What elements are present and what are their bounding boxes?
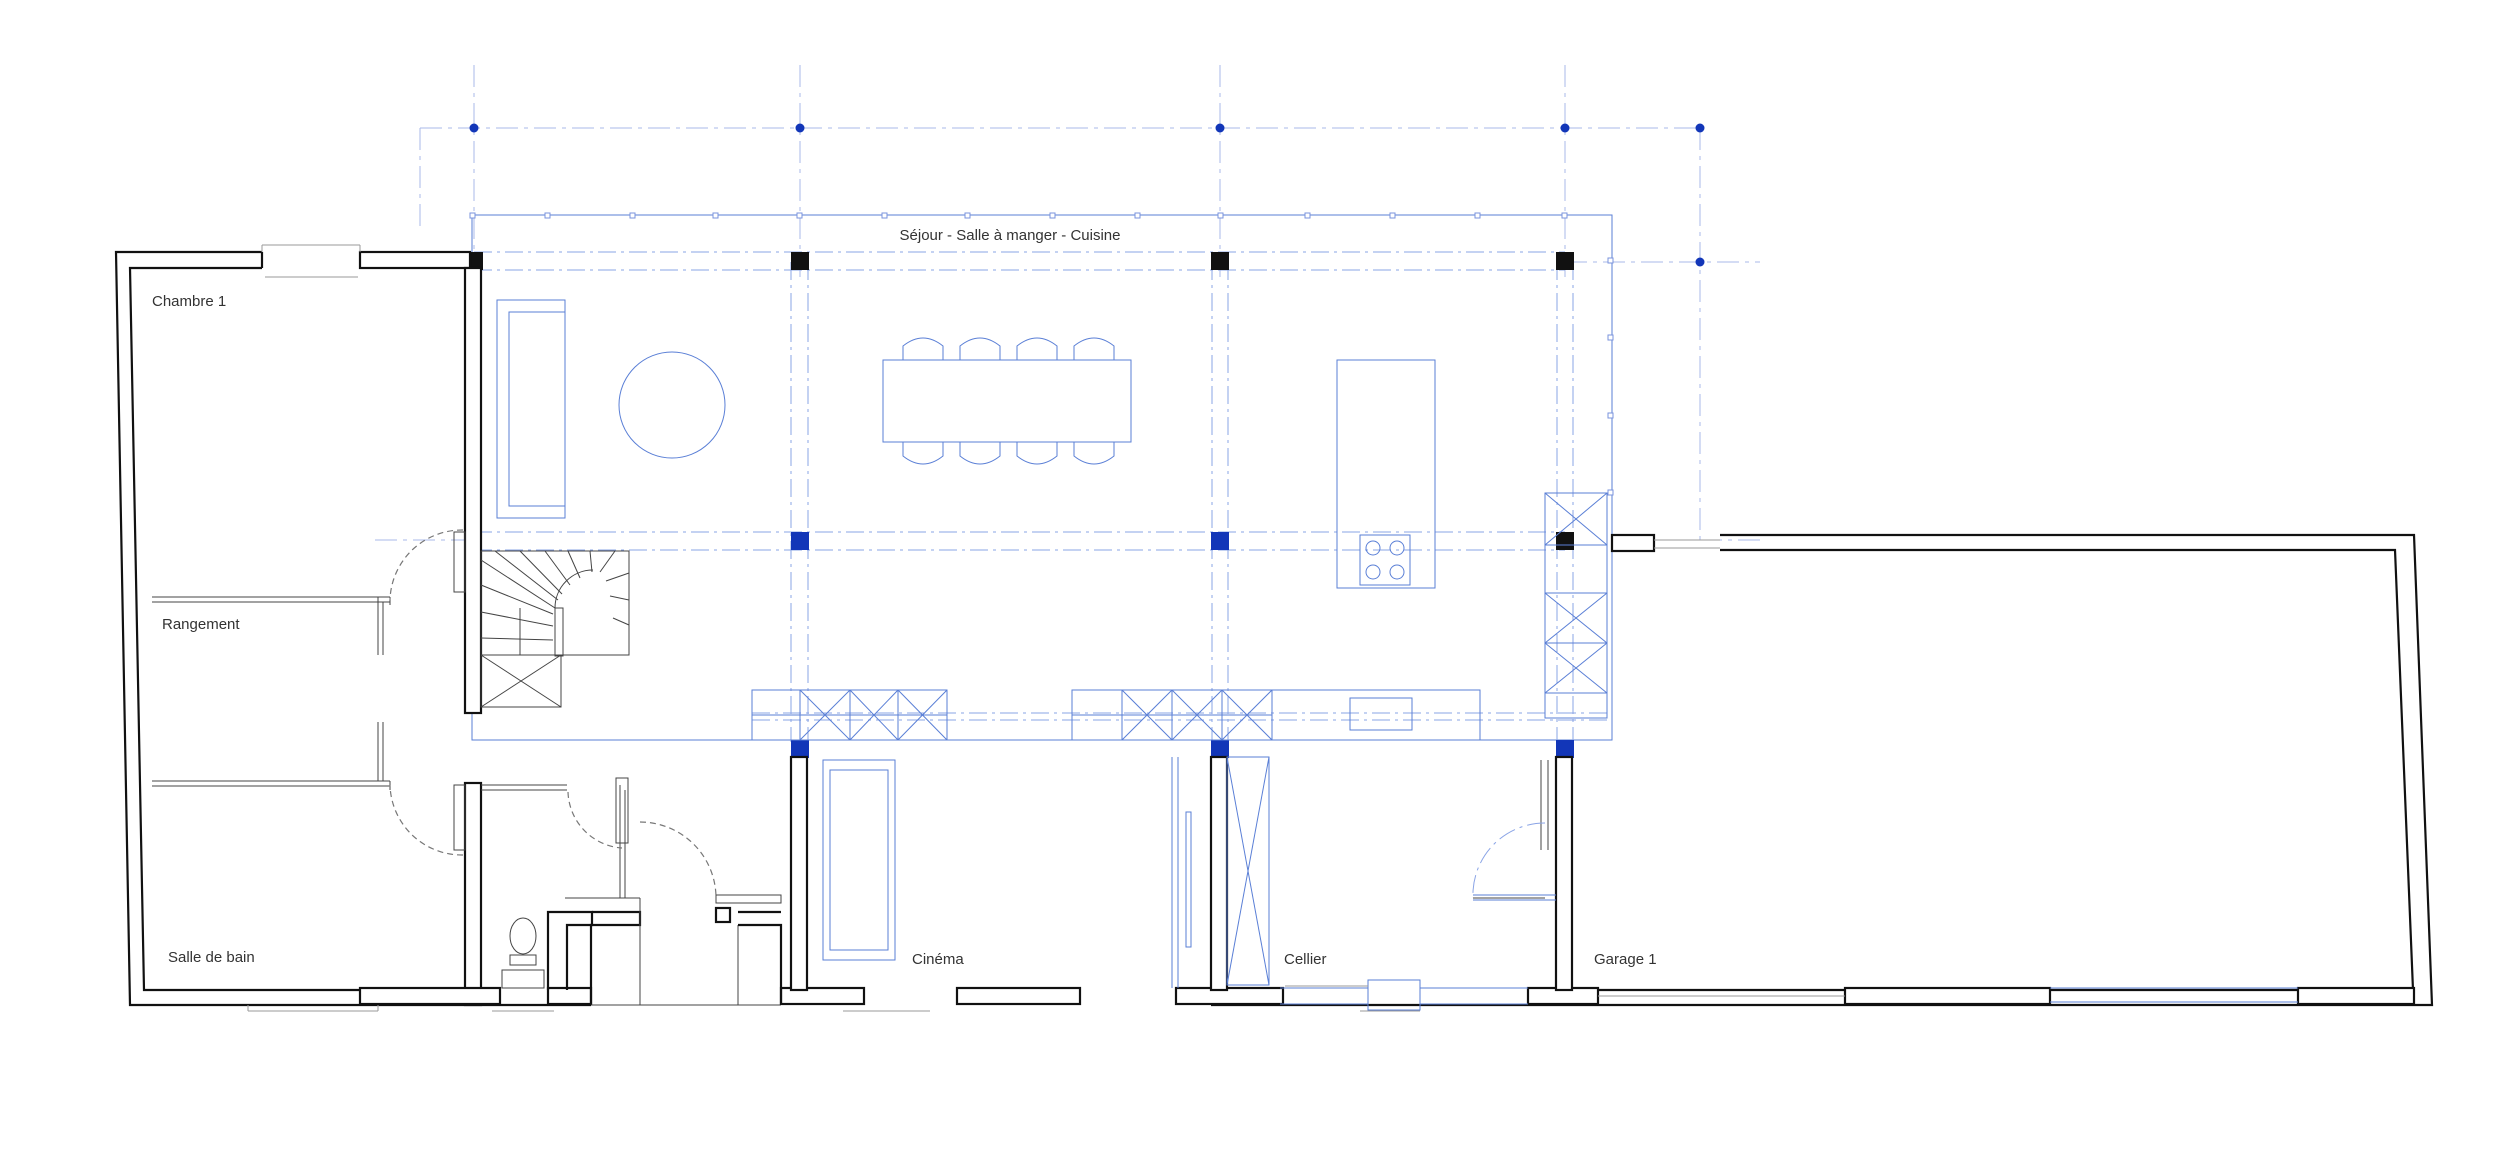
- room-label-rangement: Rangement: [162, 616, 240, 633]
- room-label-salle-de-bain: Salle de bain: [168, 949, 255, 966]
- partitions: [152, 531, 1556, 988]
- staircase: [480, 550, 630, 708]
- upper-floor-outline: [469, 212, 1614, 741]
- columns: [465, 252, 1574, 758]
- room-label-cinema: Cinéma: [912, 951, 964, 968]
- beams: [474, 251, 1610, 742]
- structural-grid: [375, 65, 1760, 541]
- room-label-chambre1: Chambre 1: [152, 293, 226, 310]
- room-label-garage1: Garage 1: [1594, 951, 1657, 968]
- doors: [389, 529, 1546, 899]
- exterior-walls: [114, 244, 2434, 1012]
- living-furniture: [496, 299, 1608, 989]
- room-labels: Séjour - Salle à manger - Cuisine Chambr…: [152, 227, 1657, 968]
- room-label-cellier: Cellier: [1284, 951, 1327, 968]
- room-label-sejour: Séjour - Salle à manger - Cuisine: [900, 227, 1121, 244]
